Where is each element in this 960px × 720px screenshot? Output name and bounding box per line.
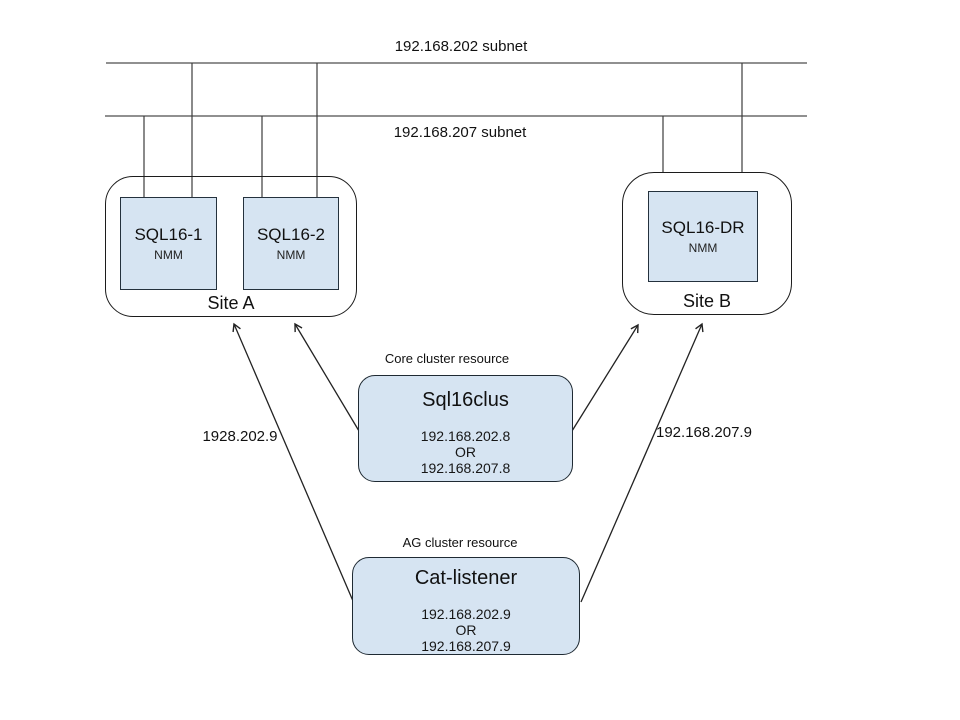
core-resource-caption: Core cluster resource [384, 351, 510, 366]
ag-resource-box: Cat-listener 192.168.202.9 OR 192.168.20… [352, 557, 580, 655]
node-sql16-dr: SQL16-DR NMM [648, 191, 758, 282]
ag-resource-or: OR [455, 622, 477, 638]
node-sql16-2-name: SQL16-2 [256, 225, 326, 244]
subnet-207-label: 192.168.207 subnet [393, 124, 527, 141]
core-resource-box: Sql16clus 192.168.202.8 OR 192.168.207.8 [358, 375, 573, 482]
site-b-label: Site B [682, 291, 732, 311]
ag-resource-ips: 192.168.202.9 OR 192.168.207.9 [353, 606, 579, 654]
right-arrow-ip-label: 192.168.207.9 [656, 424, 752, 441]
node-sql16-1: SQL16-1 NMM [120, 197, 217, 290]
site-a-group: SQL16-1 NMM SQL16-2 NMM Site A [105, 176, 357, 317]
ag-resource-caption: AG cluster resource [402, 535, 518, 550]
node-sql16-dr-sublabel: NMM [688, 241, 718, 255]
node-sql16-dr-name: SQL16-DR [661, 218, 745, 237]
site-b-group: SQL16-DR NMM Site B [622, 172, 792, 315]
core-resource-or: OR [455, 444, 476, 460]
site-a-label: Site A [207, 293, 255, 313]
core-resource-ip-2: 192.168.207.8 [420, 460, 511, 476]
core-resource-ip-1: 192.168.202.8 [420, 428, 511, 444]
core-resource-ips: 192.168.202.8 OR 192.168.207.8 [359, 428, 572, 476]
node-sql16-2: SQL16-2 NMM [243, 197, 339, 290]
core-resource-title: Sql16clus [422, 389, 509, 411]
left-arrow-ip-label: 1928.202.9 [202, 428, 278, 445]
arrow-cat-listener-to-site-a [232, 322, 354, 602]
ag-resource-title: Cat-listener [414, 567, 518, 589]
arrow-sql16clus-to-site-b [571, 323, 639, 432]
ag-resource-ip-2: 192.168.207.9 [421, 638, 511, 654]
node-sql16-2-sublabel: NMM [276, 248, 306, 262]
ag-resource-ip-1: 192.168.202.9 [421, 606, 511, 622]
subnet-202-label: 192.168.202 subnet [394, 38, 528, 55]
arrow-cat-listener-to-site-b [580, 322, 704, 603]
node-sql16-1-sublabel: NMM [154, 248, 183, 262]
node-sql16-1-name: SQL16-1 [134, 225, 203, 244]
arrow-sql16clus-to-site-a [294, 322, 360, 432]
